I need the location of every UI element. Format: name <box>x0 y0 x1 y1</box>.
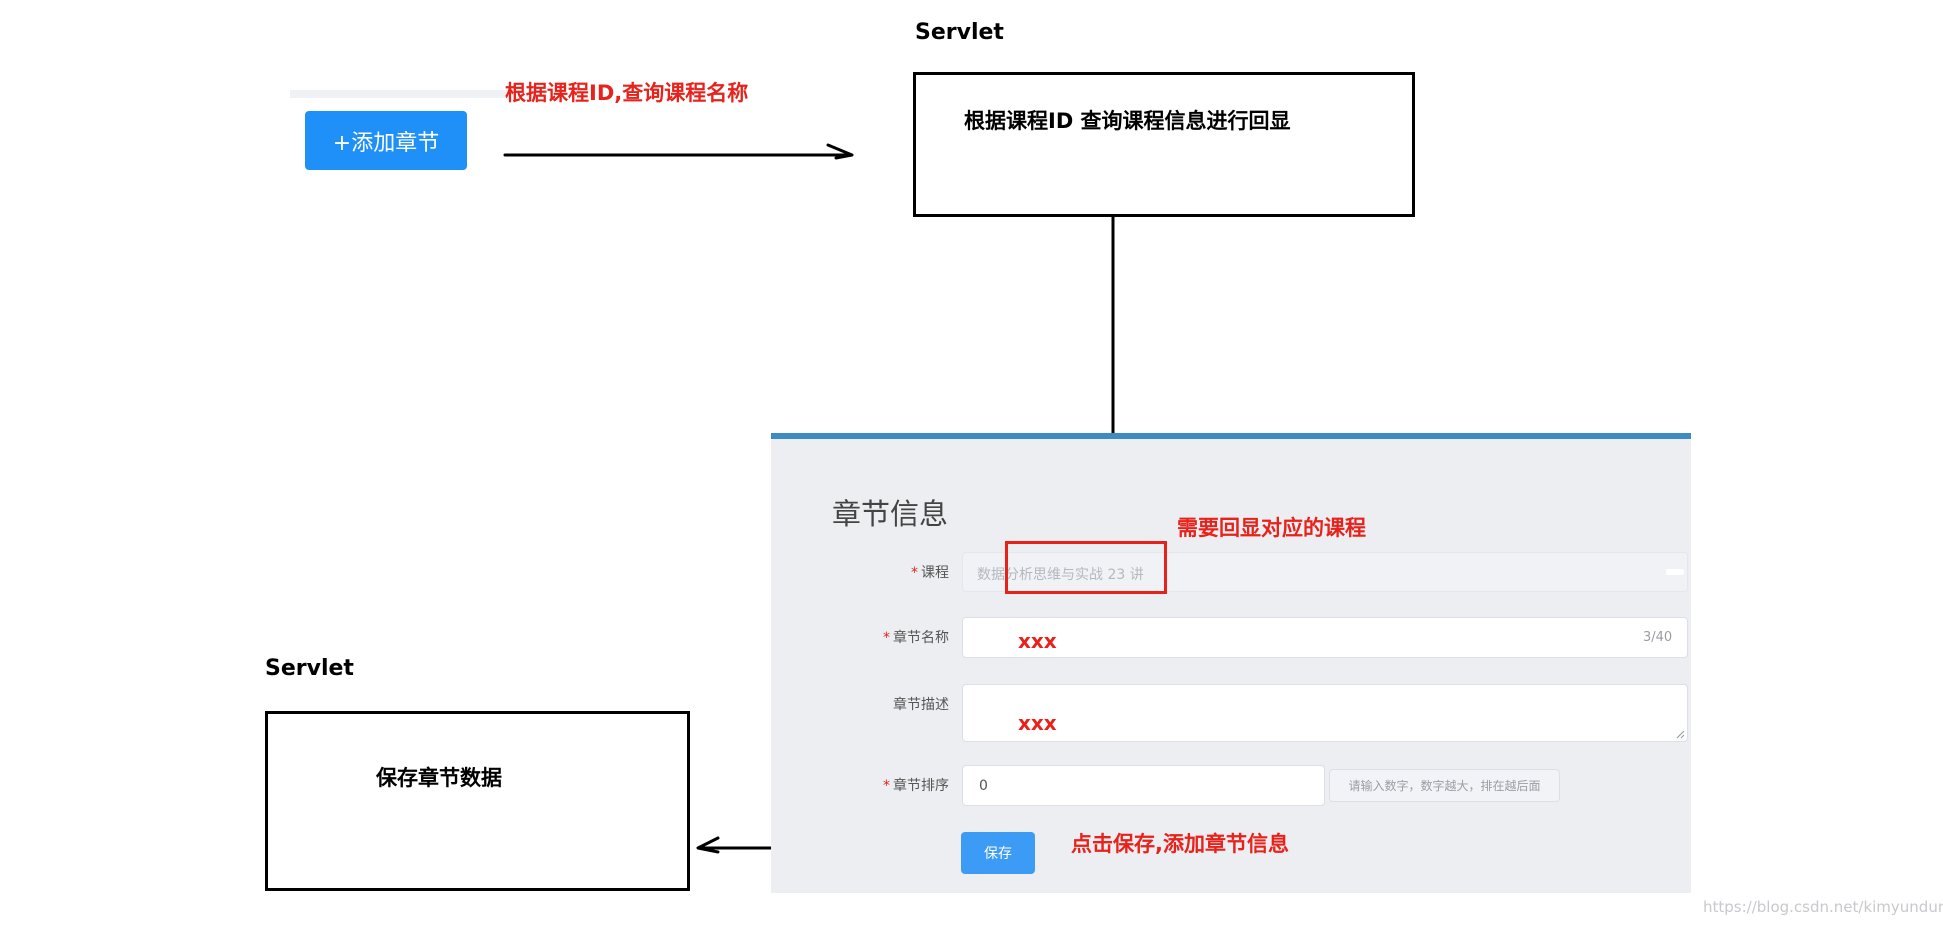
required-mark: * <box>911 565 918 581</box>
chapter-name-counter: 3/40 <box>1643 630 1673 645</box>
arrow-save-to-servlet-head <box>696 836 720 854</box>
chapter-order-input[interactable]: 0 <box>962 765 1325 806</box>
chapter-desc-textarea[interactable]: xxx <box>962 684 1688 742</box>
course-field-scroll-icon <box>1666 569 1684 575</box>
top-servlet-box-text: 根据课程ID 查询课程信息进行回显 <box>964 109 1291 133</box>
arrow-add-to-servlet-head <box>826 143 854 160</box>
chapter-order-value: 0 <box>979 778 988 794</box>
chapter-desc-value: xxx <box>1018 711 1057 735</box>
required-mark: * <box>883 630 890 646</box>
required-mark: * <box>883 778 890 794</box>
save-button[interactable]: 保存 <box>961 832 1035 874</box>
bottom-servlet-box: 保存章节数据 <box>265 711 690 891</box>
chapter-name-label-text: 章节名称 <box>893 630 949 646</box>
course-label-text: 课程 <box>921 565 949 581</box>
chapter-info-panel: 章节信息 *课程 数据分析思维与实战 23 讲 *章节名称 xxx 3/40 章… <box>771 433 1691 893</box>
add-chapter-button[interactable]: +添加章节 <box>305 111 467 170</box>
list-header-strip <box>290 90 510 98</box>
chapter-desc-label: 章节描述 <box>893 697 949 713</box>
bottom-servlet-label: Servlet <box>265 656 354 681</box>
chapter-order-label-text: 章节排序 <box>893 778 949 794</box>
chapter-name-input[interactable]: xxx 3/40 <box>962 617 1688 658</box>
top-servlet-label: Servlet <box>915 20 1004 45</box>
annotation-save-note: 点击保存,添加章节信息 <box>1071 832 1289 856</box>
top-servlet-box: 根据课程ID 查询课程信息进行回显 <box>913 72 1415 217</box>
course-label: *课程 <box>851 562 949 582</box>
chapter-order-label: *章节排序 <box>831 775 949 795</box>
resize-handle-icon[interactable] <box>1675 729 1685 739</box>
chapter-name-label: *章节名称 <box>831 627 949 647</box>
annotation-query-course-name: 根据课程ID,查询课程名称 <box>505 81 749 105</box>
course-field-value: 数据分析思维与实战 23 讲 <box>977 567 1144 583</box>
chapter-order-hint: 请输入数字，数字越大，排在越后面 <box>1329 769 1560 802</box>
chapter-name-value: xxx <box>1018 629 1057 653</box>
annotation-echo-course: 需要回显对应的课程 <box>1177 516 1366 540</box>
watermark: https://blog.csdn.net/kimyundung <box>1703 898 1943 916</box>
bottom-servlet-box-text: 保存章节数据 <box>376 766 502 790</box>
course-field[interactable]: 数据分析思维与实战 23 讲 <box>962 552 1688 592</box>
panel-title: 章节信息 <box>832 497 949 531</box>
course-highlight-rect <box>1005 541 1167 594</box>
